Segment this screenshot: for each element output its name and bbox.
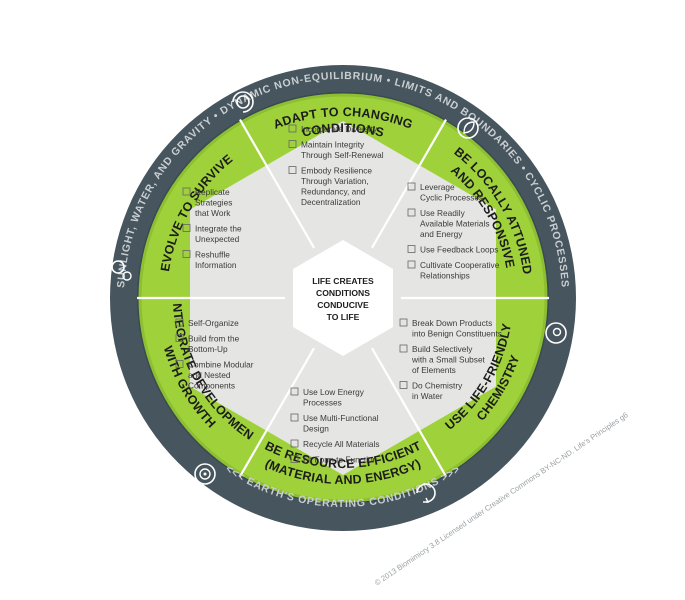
checkbox[interactable]	[288, 166, 297, 174]
principle-text: of Elements	[412, 365, 456, 375]
checkbox[interactable]	[182, 224, 191, 232]
principle-text: and Nested	[188, 370, 231, 380]
principle-text: Integrate the	[195, 224, 242, 234]
principle-text: Cyclic Processes	[420, 193, 483, 203]
principle-text: Cultivate Cooperative	[420, 260, 500, 270]
principle-text: Self-Organize	[188, 318, 239, 328]
principle-text: Strategies	[195, 198, 232, 208]
checkbox[interactable]	[407, 245, 416, 253]
principle-text: Use Readily	[420, 208, 466, 218]
principle-text: Build Selectively	[412, 344, 473, 354]
principle-text: Information	[195, 260, 237, 270]
principle-text: Use Feedback Loops	[420, 245, 498, 255]
divider-line	[239, 347, 315, 477]
gears-icon	[111, 260, 132, 281]
principle-text: Build from the	[188, 334, 240, 344]
principle-text: Decentralization	[301, 197, 361, 207]
principle-text: Unexpected	[195, 234, 240, 244]
segment-dividers	[137, 119, 549, 477]
checkbox[interactable]	[399, 344, 408, 353]
checkbox[interactable]	[407, 182, 416, 191]
center-line: CONDUCIVE	[317, 300, 369, 310]
checkbox[interactable]	[288, 140, 297, 148]
principle-text: Available Materials	[420, 219, 489, 229]
checkbox[interactable]	[399, 381, 408, 389]
segment-title: CONDITIONS	[301, 121, 386, 140]
principle-text: Embody Resilience	[301, 166, 372, 176]
checkbox[interactable]	[407, 208, 416, 217]
divider-line	[371, 119, 447, 249]
principle-text: Combine Modular	[188, 360, 254, 370]
checkbox[interactable]	[288, 124, 297, 133]
principle-text: into Benign Constituents	[412, 329, 502, 339]
center-hexagon	[293, 240, 393, 356]
principle-text: Through Self-Renewal	[301, 150, 384, 160]
principle-text: Reshuffle	[195, 250, 230, 260]
center-line: LIFE CREATES	[312, 276, 374, 286]
center-line: TO LIFE	[327, 312, 360, 322]
principle-text: Relationships	[420, 271, 470, 281]
checkbox[interactable]	[290, 413, 299, 422]
principle-text: Maintain Integrity	[301, 140, 365, 150]
principle-text: with a Small Subset	[411, 355, 486, 365]
checkbox[interactable]	[175, 318, 184, 327]
principle-text: Design	[303, 424, 329, 434]
principle-text: and Energy	[420, 229, 463, 239]
principle-text: Leverage	[420, 182, 455, 192]
checkbox[interactable]	[175, 334, 184, 342]
principle-text: Fit Form to Function	[303, 455, 378, 465]
principle-text: Through Variation,	[301, 176, 369, 186]
checkbox[interactable]	[290, 439, 299, 448]
center-statement: LIFE CREATES CONDITIONS CONDUCIVE TO LIF…	[312, 276, 374, 322]
principle-text: Break Down Products	[412, 318, 492, 328]
checkbox[interactable]	[290, 455, 299, 463]
principle-text: in Water	[412, 391, 443, 401]
center-line: CONDITIONS	[316, 288, 370, 298]
principle-text: Do Chemistry	[412, 381, 463, 391]
principle-text: Processes	[303, 398, 342, 408]
principle-text: Incorporate Diversity	[301, 124, 378, 134]
chemistry-icon	[545, 322, 567, 344]
principle-text: Recycle All Materials	[303, 439, 380, 449]
principle-text: Replicate	[195, 187, 230, 197]
principle-text: Redundancy, and	[301, 187, 366, 197]
divider-line	[371, 347, 447, 477]
cycle-icon	[416, 483, 436, 503]
divider-line	[239, 119, 315, 249]
checkbox[interactable]	[407, 260, 416, 269]
checkbox[interactable]	[182, 250, 191, 258]
principle-text: that Work	[195, 208, 231, 218]
principle-text: Components	[188, 381, 235, 391]
checkbox[interactable]	[290, 387, 299, 396]
growth-spiral-icon	[194, 463, 216, 485]
checkbox[interactable]	[399, 318, 408, 327]
leaf-icon	[457, 117, 479, 139]
principle-text: Bottom-Up	[188, 344, 228, 354]
principle-text: Use Low Energy	[303, 387, 365, 397]
principle-text: Use Multi-Functional	[303, 413, 379, 423]
checkbox[interactable]	[182, 187, 191, 196]
sun-icon	[232, 91, 254, 113]
checkbox[interactable]	[175, 360, 184, 368]
